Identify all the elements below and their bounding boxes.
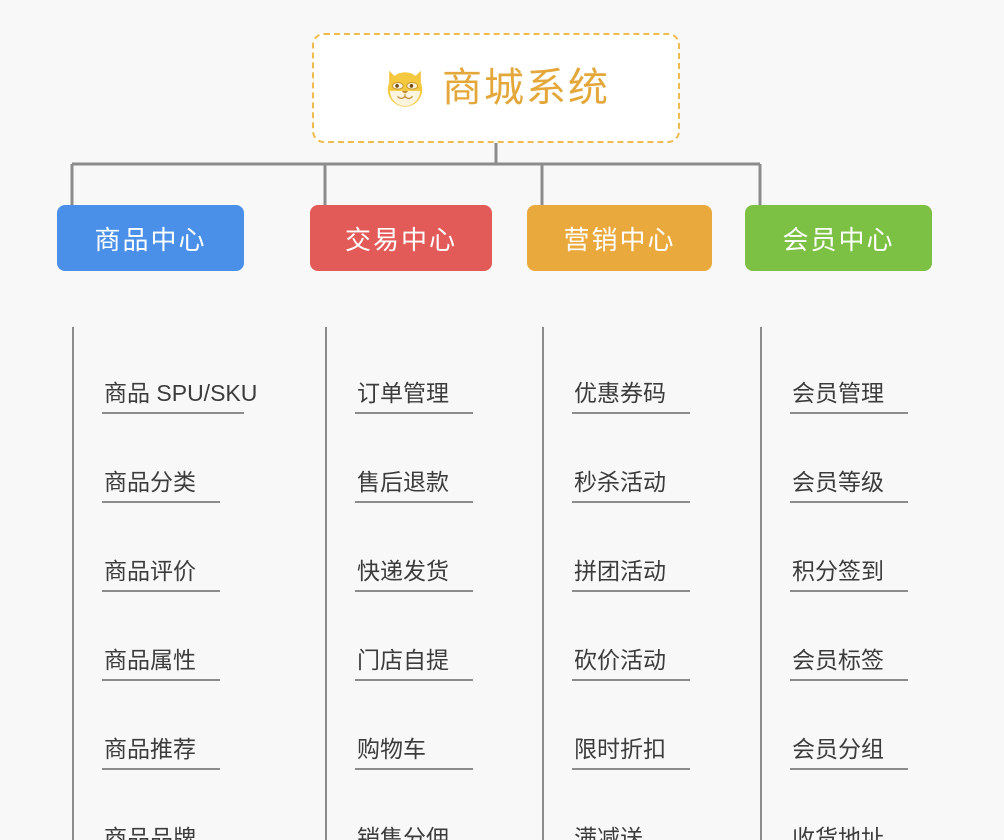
leaf-item-label: 快递发货 [355, 558, 473, 592]
leaf-item[interactable]: 会员分组 [762, 683, 932, 772]
leaf-item-label: 满减送 [572, 825, 690, 840]
leaf-item-label: 商品 SPU/SKU [102, 380, 257, 414]
leaf-item[interactable]: 商品品牌 [74, 772, 244, 840]
leaf-item[interactable]: 砍价活动 [544, 594, 712, 683]
leaf-item[interactable]: 会员管理 [762, 327, 932, 416]
leaf-item-label: 秒杀活动 [572, 469, 690, 503]
leaf-item[interactable]: 订单管理 [327, 327, 492, 416]
leaf-stack-1: 商品 SPU/SKU 商品分类商品评价商品属性商品推荐商品品牌 [72, 327, 257, 840]
branch-header-2[interactable]: 交易中心 [310, 205, 492, 271]
branch-column-3: 营销中心优惠券码秒杀活动拼团活动砍价活动限时折扣满减送 [527, 205, 712, 840]
leaf-item[interactable]: 商品分类 [74, 416, 244, 505]
leaf-item[interactable]: 销售分佣 [327, 772, 492, 840]
leaf-stack-4: 会员管理会员等级积分签到会员标签会员分组收货地址 [760, 327, 932, 840]
leaf-item[interactable]: 快递发货 [327, 505, 492, 594]
leaf-item[interactable]: 商品评价 [74, 505, 244, 594]
leaf-item[interactable]: 商品推荐 [74, 683, 244, 772]
branch-header-label: 会员中心 [782, 224, 895, 255]
leaf-item[interactable]: 拼团活动 [544, 505, 712, 594]
leaf-stack-3: 优惠券码秒杀活动拼团活动砍价活动限时折扣满减送 [542, 327, 712, 840]
root-node[interactable]: 商城系统 [312, 33, 680, 143]
leaf-item-label: 购物车 [355, 736, 473, 770]
branch-column-4: 会员中心会员管理会员等级积分签到会员标签会员分组收货地址 [745, 205, 932, 840]
leaf-item-label: 限时折扣 [572, 736, 690, 770]
branch-header-label: 营销中心 [563, 224, 676, 255]
branch-header-label: 商品中心 [94, 224, 207, 255]
branch-column-2: 交易中心订单管理售后退款快递发货门店自提购物车销售分佣 [310, 205, 492, 840]
branch-header-3[interactable]: 营销中心 [527, 205, 712, 271]
leaf-item-label: 收货地址 [790, 825, 908, 840]
leaf-item[interactable]: 会员标签 [762, 594, 932, 683]
leaf-item[interactable]: 满减送 [544, 772, 712, 840]
shiba-dog-face-icon [387, 70, 423, 110]
leaf-item-label: 积分签到 [790, 558, 908, 592]
leaf-item-label: 拼团活动 [572, 558, 690, 592]
leaf-item-label: 商品品牌 [102, 825, 220, 840]
leaf-item-label: 订单管理 [355, 380, 473, 414]
leaf-item[interactable]: 秒杀活动 [544, 416, 712, 505]
branch-column-1: 商品中心商品 SPU/SKU 商品分类商品评价商品属性商品推荐商品品牌 [57, 205, 257, 840]
branch-header-label: 交易中心 [344, 224, 457, 255]
branch-header-4[interactable]: 会员中心 [745, 205, 932, 271]
leaf-item-label: 商品推荐 [102, 736, 220, 770]
leaf-item[interactable]: 积分签到 [762, 505, 932, 594]
leaf-item[interactable]: 商品属性 [74, 594, 244, 683]
leaf-item-label: 售后退款 [355, 469, 473, 503]
leaf-item-label: 会员等级 [790, 469, 908, 503]
leaf-item[interactable]: 售后退款 [327, 416, 492, 505]
leaf-item[interactable]: 限时折扣 [544, 683, 712, 772]
leaf-stack-2: 订单管理售后退款快递发货门店自提购物车销售分佣 [325, 327, 492, 840]
leaf-item-label: 商品评价 [102, 558, 220, 592]
leaf-item-label: 销售分佣 [355, 825, 473, 840]
branch-header-1[interactable]: 商品中心 [57, 205, 244, 271]
leaf-item[interactable]: 商品 SPU/SKU [74, 327, 257, 416]
leaf-item-label: 商品属性 [102, 647, 220, 681]
leaf-item-label: 会员标签 [790, 647, 908, 681]
leaf-item[interactable]: 收货地址 [762, 772, 932, 840]
leaf-item-label: 会员分组 [790, 736, 908, 770]
root-title: 商城系统 [442, 66, 610, 110]
leaf-item-label: 门店自提 [355, 647, 473, 681]
leaf-item[interactable]: 门店自提 [327, 594, 492, 683]
leaf-item[interactable]: 优惠券码 [544, 327, 712, 416]
leaf-item-label: 优惠券码 [572, 380, 690, 414]
leaf-item-label: 会员管理 [790, 380, 908, 414]
leaf-item[interactable]: 会员等级 [762, 416, 932, 505]
leaf-item-label: 砍价活动 [572, 647, 690, 681]
leaf-item-label: 商品分类 [102, 469, 220, 503]
leaf-item[interactable]: 购物车 [327, 683, 492, 772]
